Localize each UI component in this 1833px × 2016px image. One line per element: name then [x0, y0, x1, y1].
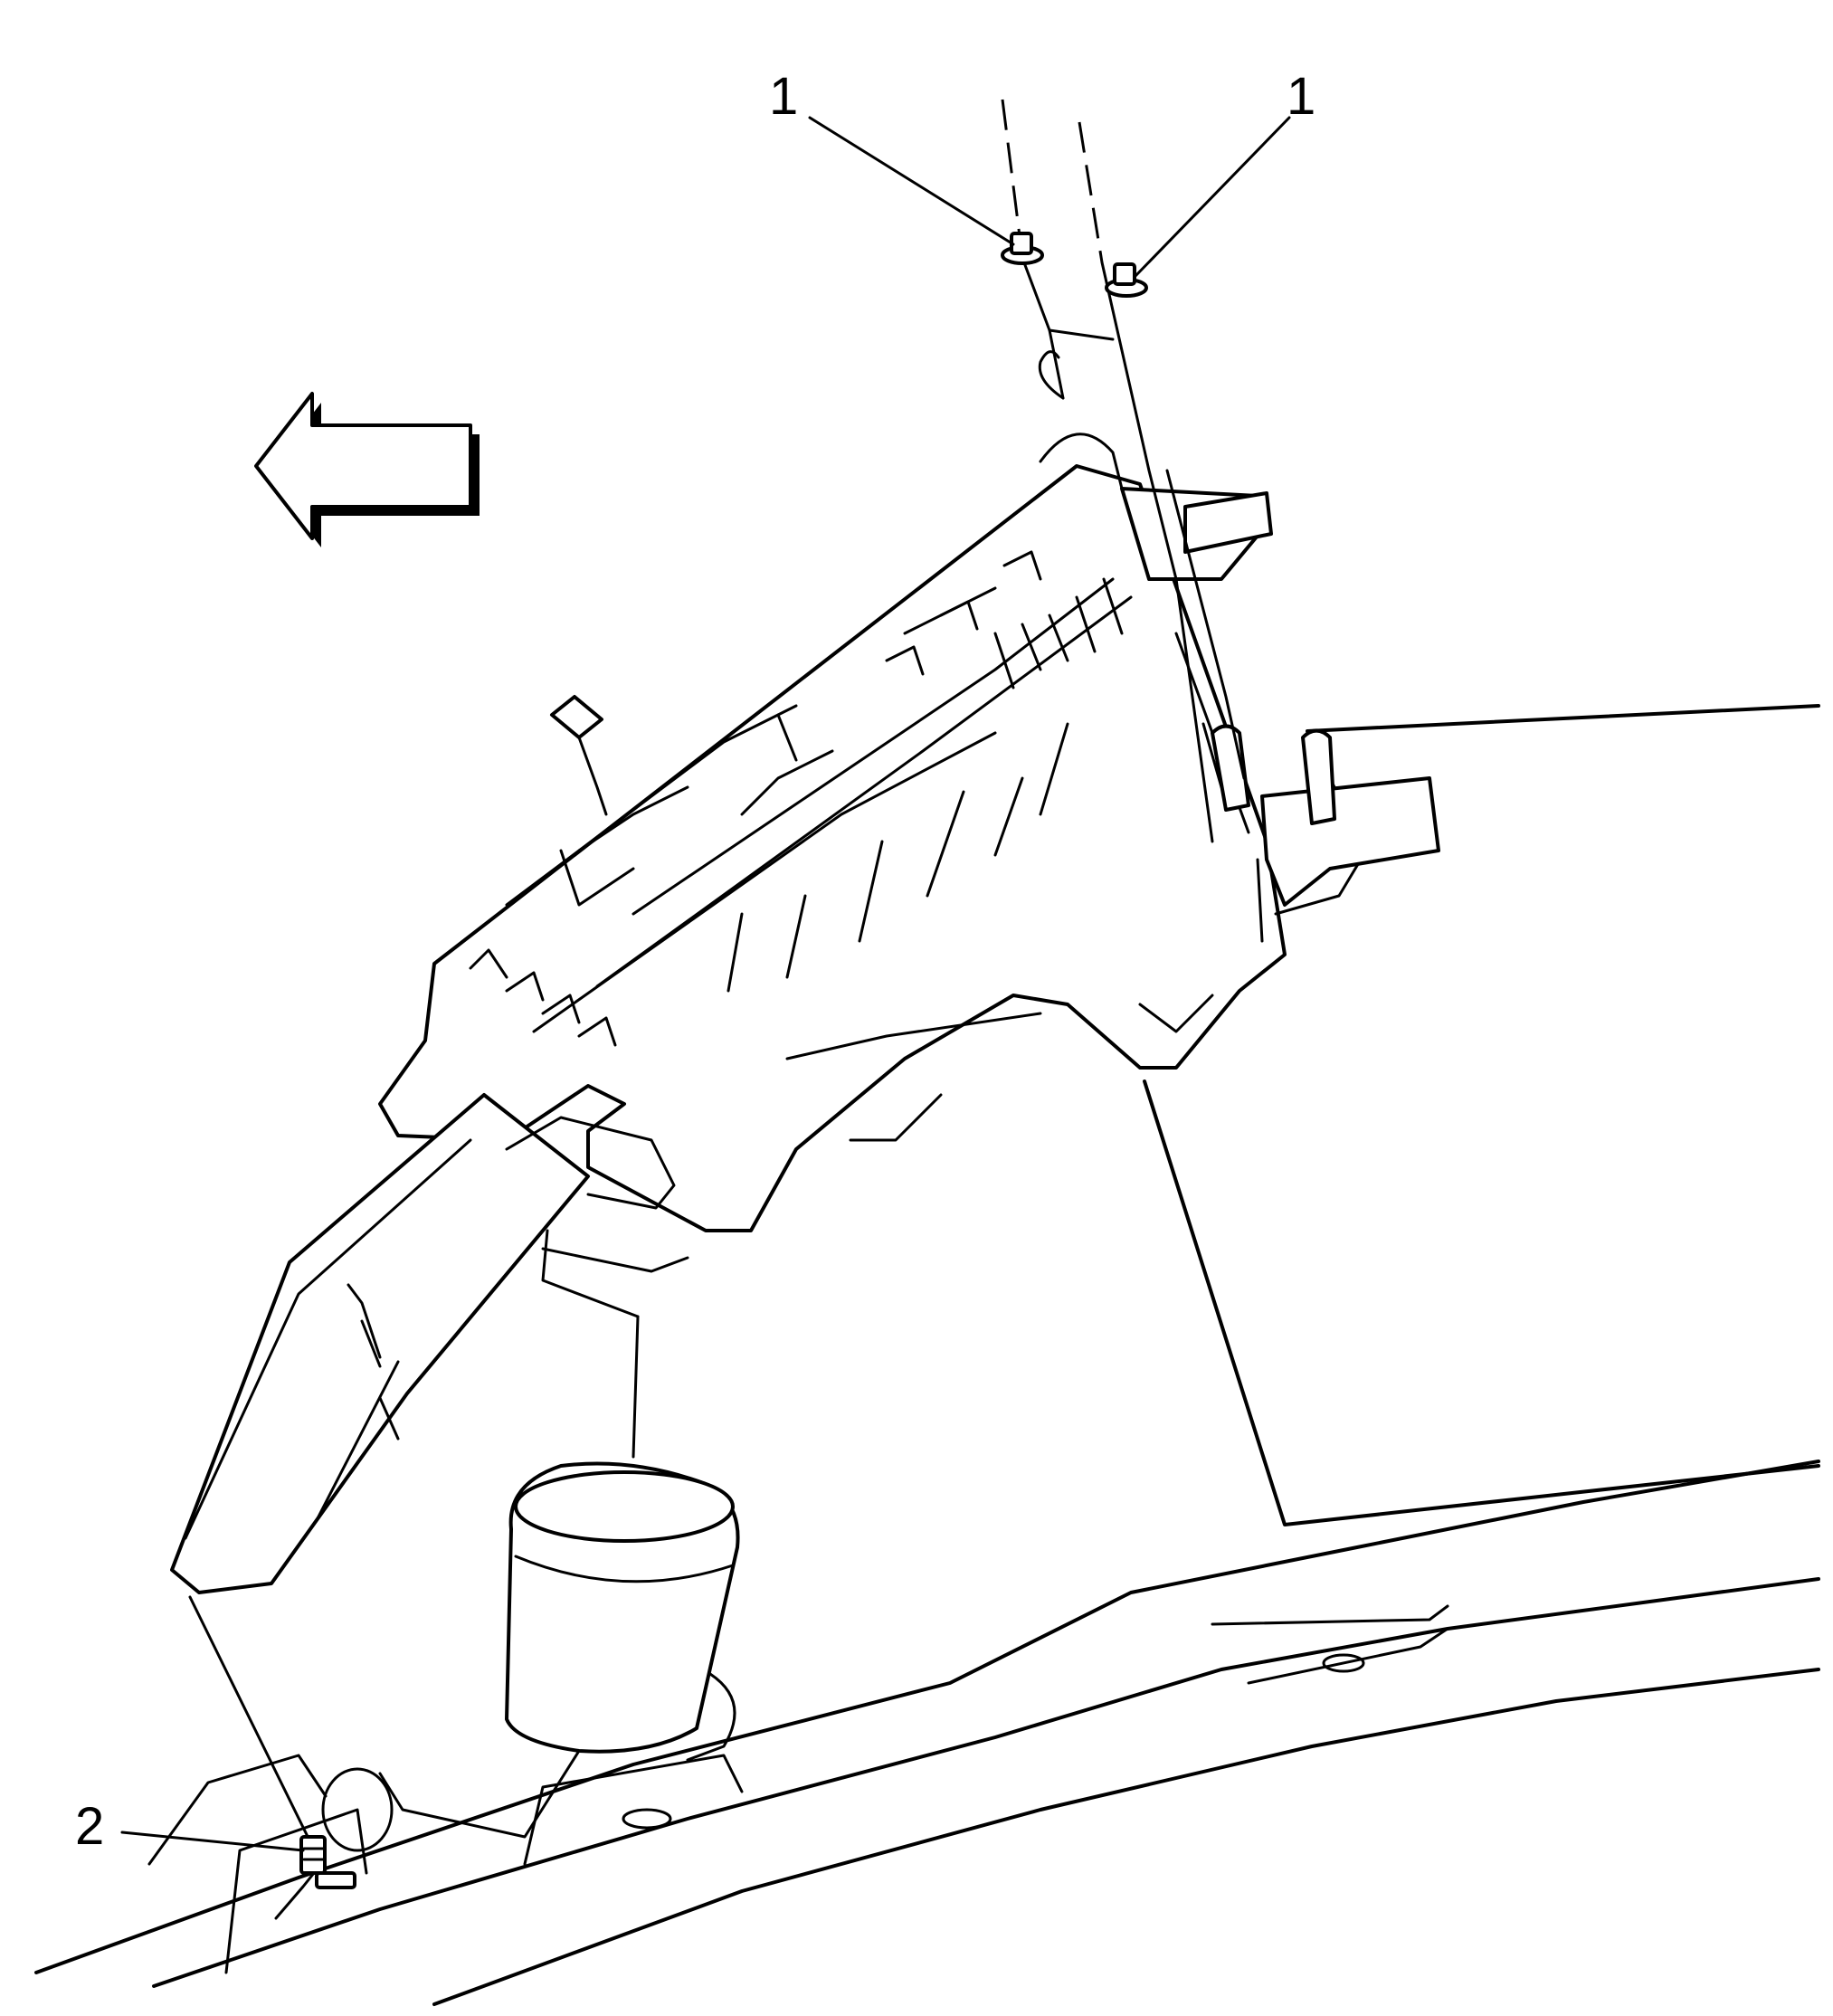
housing-clips [469, 550, 1124, 1047]
upper-bracket [1038, 350, 1440, 916]
fastener-1-left [1001, 232, 1044, 265]
alignment-lines [1001, 99, 1246, 780]
body-panel [1143, 704, 1820, 1526]
air-cleaner-housing [170, 464, 1287, 1594]
callout-fastener-2: 2 [75, 1797, 105, 1856]
side-clip [550, 695, 635, 907]
callout-fastener-1-left: 1 [769, 67, 799, 126]
callout-fastener-1-right: 1 [1287, 67, 1316, 126]
fastener-2-lower [188, 1595, 356, 1889]
intake-duct [321, 1229, 740, 1852]
left-arrow-icon [254, 392, 480, 547]
fastener-1-right [1105, 262, 1148, 298]
leader-lines [120, 116, 1291, 1852]
frame-rail [34, 1460, 1820, 2006]
